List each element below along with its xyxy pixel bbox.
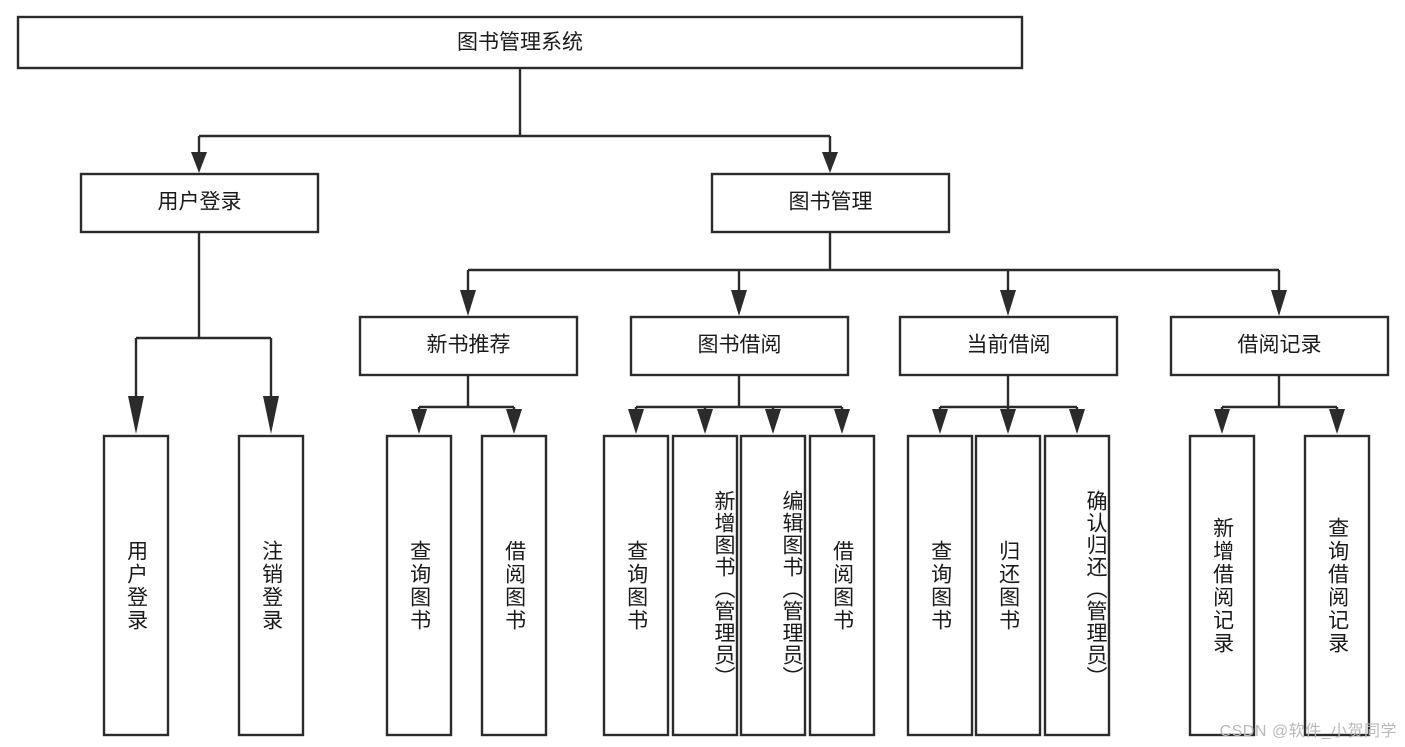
node-label-current-borrow: 当前借阅 xyxy=(967,334,1051,357)
arrow-icon-new-book xyxy=(460,290,476,316)
arrow-icon-leaf-confirm-return xyxy=(1069,409,1085,434)
node-leaf-logout[interactable]: 注销登录 xyxy=(237,434,305,737)
leaf-label-return-book: 归还图书 xyxy=(996,539,1020,632)
node-leaf-user-login[interactable]: 用户登录 xyxy=(102,434,170,737)
leaf-label-add-book: 新增图书（管理员） xyxy=(712,489,735,688)
leaf-label-query-book-current: 查询图书 xyxy=(928,539,952,632)
node-leaf-query-book-borrow[interactable]: 查询图书 xyxy=(602,434,670,737)
node-leaf-borrow-book-borrow[interactable]: 借阅图书 xyxy=(808,434,876,737)
arrow-icon-book-borrow xyxy=(731,290,747,316)
node-current-borrow[interactable]: 当前借阅 xyxy=(898,315,1119,377)
arrow-icon-leaf-add-book xyxy=(697,409,713,434)
node-label-user-login: 用户登录 xyxy=(158,191,242,214)
node-label-book-borrow: 图书借阅 xyxy=(698,334,782,357)
node-leaf-query-borrow-record[interactable]: 查询借阅记录 xyxy=(1303,434,1371,737)
node-label-book-management: 图书管理 xyxy=(789,191,873,214)
node-leaf-add-book[interactable]: 新增图书（管理员） xyxy=(671,434,739,737)
leaf-label-edit-book: 编辑图书（管理员） xyxy=(780,489,803,688)
node-label-root: 图书管理系统 xyxy=(457,31,583,54)
arrow-icon-leaf-user-login xyxy=(128,396,144,434)
leaf-label-add-borrow-record: 新增借阅记录 xyxy=(1210,516,1234,655)
node-leaf-return-book[interactable]: 归还图书 xyxy=(974,434,1042,737)
node-leaf-edit-book[interactable]: 编辑图书（管理员） xyxy=(739,434,807,737)
node-label-borrow-records: 借阅记录 xyxy=(1238,334,1322,357)
leaf-label-borrow-book-recommend: 借阅图书 xyxy=(502,539,526,632)
arrow-icon-leaf-borrow-book-2 xyxy=(834,409,850,434)
node-leaf-query-book-current[interactable]: 查询图书 xyxy=(906,434,974,737)
connector-layer xyxy=(128,68,1345,434)
node-book-management[interactable]: 图书管理 xyxy=(710,172,951,234)
node-leaf-add-borrow-record[interactable]: 新增借阅记录 xyxy=(1188,434,1256,737)
node-leaf-borrow-book-recommend[interactable]: 借阅图书 xyxy=(480,434,548,737)
arrow-icon-leaf-edit-book xyxy=(765,409,781,434)
leaf-label-query-book-borrow: 查询图书 xyxy=(624,539,648,632)
arrow-icon-borrow-records xyxy=(1271,290,1287,316)
leaf-label-query-borrow-record: 查询借阅记录 xyxy=(1325,516,1349,655)
leaf-label-confirm-return: 确认归还（管理员） xyxy=(1084,489,1107,688)
arrow-icon-leaf-logout xyxy=(263,396,279,434)
arrow-icon-current-borrow xyxy=(1000,290,1016,316)
arrow-icon-leaf-borrow-book-1 xyxy=(506,409,522,434)
leaf-label-borrow-book-borrow: 借阅图书 xyxy=(830,539,854,632)
arrow-icon-leaf-return-book xyxy=(1000,409,1016,434)
node-book-borrow[interactable]: 图书借阅 xyxy=(629,315,850,377)
arrow-icon-leaf-query-record xyxy=(1329,409,1345,434)
leaf-label-user-login: 用户登录 xyxy=(124,539,148,632)
node-leaf-confirm-return[interactable]: 确认归还（管理员） xyxy=(1043,434,1111,737)
node-leaf-query-book-recommend[interactable]: 查询图书 xyxy=(385,434,453,737)
node-root-system[interactable]: 图书管理系统 xyxy=(16,15,1024,70)
node-label-new-book-recommend: 新书推荐 xyxy=(427,334,511,357)
node-new-book-recommend[interactable]: 新书推荐 xyxy=(358,315,579,377)
arrow-icon-leaf-add-record xyxy=(1214,409,1230,434)
arrow-icon-leaf-query-book-3 xyxy=(932,409,948,434)
arrow-icon-leaf-query-book-2 xyxy=(628,409,644,434)
node-user-login[interactable]: 用户登录 xyxy=(79,172,320,234)
leaf-label-query-book-recommend: 查询图书 xyxy=(407,539,431,632)
arrow-icon-leaf-query-book-1 xyxy=(411,409,427,434)
leaf-label-logout: 注销登录 xyxy=(259,539,283,632)
node-borrow-records[interactable]: 借阅记录 xyxy=(1169,315,1390,377)
arrow-icon-book-mgmt xyxy=(822,152,838,173)
arrow-icon-user-login xyxy=(191,152,207,173)
